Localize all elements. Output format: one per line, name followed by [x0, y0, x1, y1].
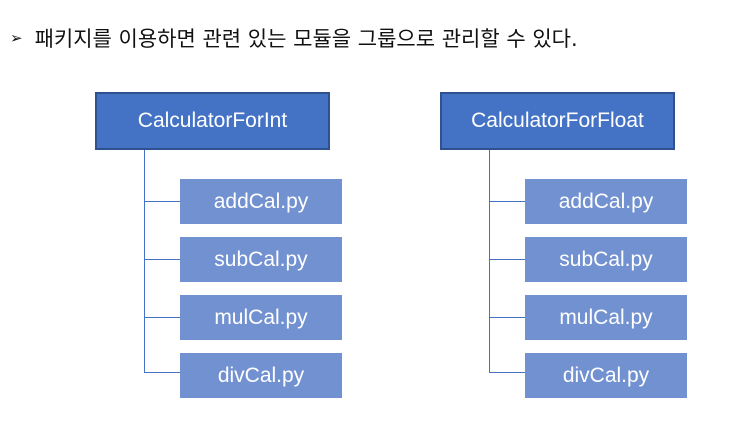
module-subcal: subCal.py	[180, 237, 342, 282]
module-subcal: subCal.py	[525, 237, 687, 282]
module-mulcal: mulCal.py	[525, 295, 687, 340]
branch-line	[144, 201, 180, 202]
tree-trunk-line	[489, 150, 490, 372]
branch-line	[144, 372, 180, 373]
heading: ➢ 패키지를 이용하면 관련 있는 모듈을 그룹으로 관리할 수 있다.	[10, 22, 578, 54]
module-divcal: divCal.py	[180, 353, 342, 398]
branch-line	[489, 317, 525, 318]
branch-line	[489, 201, 525, 202]
branch-line	[489, 372, 525, 373]
module-addcal: addCal.py	[180, 179, 342, 224]
package-calculator-for-float: CalculatorForFloat	[440, 92, 675, 150]
module-divcal: divCal.py	[525, 353, 687, 398]
arrow-bullet-icon: ➢	[10, 29, 23, 47]
module-addcal: addCal.py	[525, 179, 687, 224]
tree-trunk-line	[144, 150, 145, 372]
branch-line	[144, 259, 180, 260]
branch-line	[489, 259, 525, 260]
branch-line	[144, 317, 180, 318]
module-mulcal: mulCal.py	[180, 295, 342, 340]
package-calculator-for-int: CalculatorForInt	[95, 92, 330, 150]
heading-text: 패키지를 이용하면 관련 있는 모듈을 그룹으로 관리할 수 있다.	[34, 27, 578, 51]
